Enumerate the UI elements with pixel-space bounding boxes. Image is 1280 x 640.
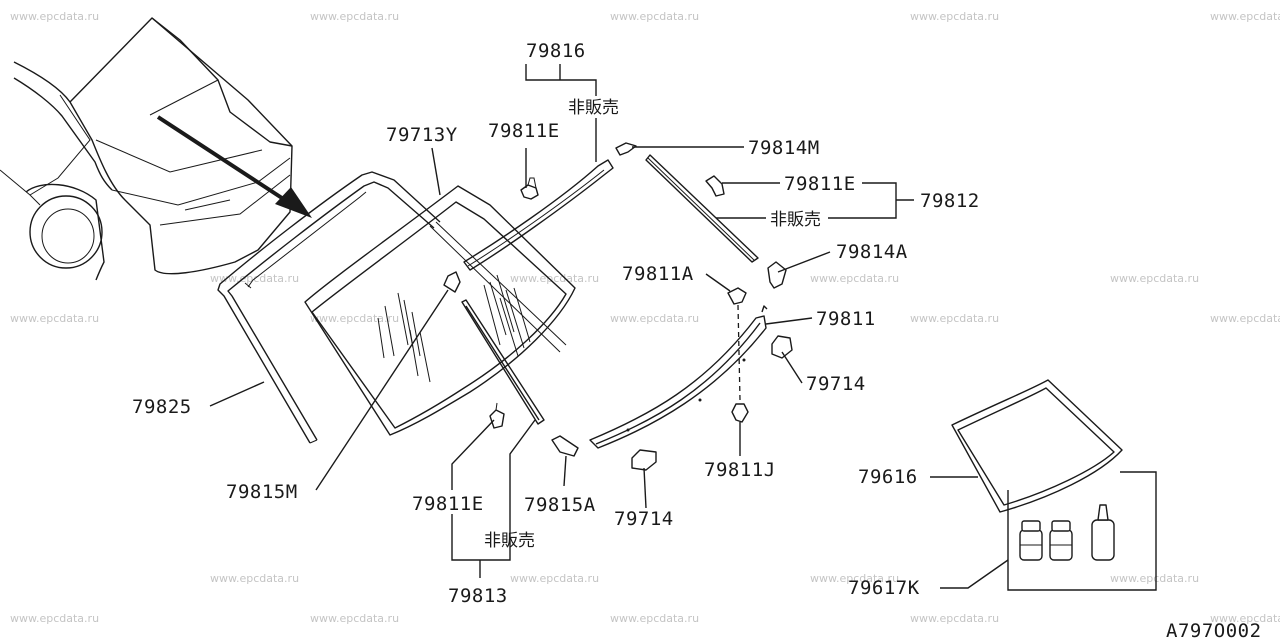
- label-79813: 79813: [448, 585, 508, 607]
- part-79811E-clip-bottom: [489, 402, 505, 429]
- watermark-text: www.epcdata.ru: [910, 10, 999, 23]
- direction-arrow: [156, 115, 312, 218]
- label-79616: 79616: [858, 466, 918, 488]
- bottle-icon: [1049, 520, 1073, 561]
- label-79814M: 79814M: [748, 137, 820, 159]
- label-79812: 79812: [920, 190, 980, 212]
- leader-lines: [209, 64, 1009, 589]
- watermark-text: www.epcdata.ru: [1210, 10, 1280, 23]
- label-hihanbai-top: 非販売: [568, 98, 619, 118]
- part-79713Y-glass: [304, 185, 576, 436]
- label-79814A: 79814A: [836, 241, 908, 263]
- part-79814M-molding: [645, 154, 759, 263]
- label-hihanbai-right: 非販売: [770, 210, 821, 230]
- part-79811E-clip-right: [705, 175, 725, 197]
- watermark-text: www.epcdata.ru: [210, 572, 299, 585]
- label-79811E-right: 79811E: [784, 173, 856, 195]
- part-79815M-molding: [443, 271, 545, 425]
- part-79811-molding: [589, 305, 768, 449]
- label-79714-bottom: 79714: [614, 508, 674, 530]
- part-79811A-fastener: [727, 287, 747, 401]
- part-79811E-clip-top: [520, 177, 539, 200]
- part-79616-seal: [951, 379, 1123, 513]
- part-79816-molding: [463, 142, 637, 271]
- label-79617K: 79617K: [848, 577, 920, 599]
- watermark-text: www.epcdata.ru: [610, 612, 699, 625]
- watermark-text: www.epcdata.ru: [610, 312, 699, 325]
- label-79811: 79811: [816, 308, 876, 330]
- watermark-text: www.epcdata.ru: [310, 312, 399, 325]
- label-hihanbai-bottom: 非販売: [484, 531, 535, 551]
- watermark-text: www.epcdata.ru: [1110, 272, 1199, 285]
- label-79815A: 79815A: [524, 494, 596, 516]
- watermark-text: www.epcdata.ru: [610, 10, 699, 23]
- applicator-bottle-icon: [1091, 504, 1115, 561]
- watermark-text: www.epcdata.ru: [810, 272, 899, 285]
- watermark-text: www.epcdata.ru: [1210, 312, 1280, 325]
- label-79816: 79816: [526, 40, 586, 62]
- part-79714-clip-right: [771, 335, 793, 359]
- watermark-text: www.epcdata.ru: [10, 612, 99, 625]
- watermark-text: www.epcdata.ru: [810, 572, 899, 585]
- watermark-layer: www.epcdata.ru www.epcdata.ru www.epcdata.…: [10, 10, 1280, 625]
- watermark-text: www.epcdata.ru: [310, 612, 399, 625]
- label-79714-right: 79714: [806, 373, 866, 395]
- watermark-text: www.epcdata.ru: [910, 612, 999, 625]
- watermark-text: www.epcdata.ru: [910, 312, 999, 325]
- part-labels: 79816 79811E 非販売 79713Y 79814M 79811E 非販…: [132, 40, 1262, 640]
- watermark-text: www.epcdata.ru: [510, 272, 599, 285]
- bottle-icon: [1019, 520, 1043, 561]
- label-79811E-bottom: 79811E: [412, 493, 484, 515]
- part-79825-molding: [217, 171, 441, 444]
- car-silhouette: [0, 17, 293, 281]
- diagram-code: A797O002: [1166, 620, 1262, 640]
- part-79815A-cap: [551, 435, 579, 457]
- label-79713Y: 79713Y: [386, 124, 458, 146]
- watermark-text: www.epcdata.ru: [1110, 572, 1199, 585]
- part-79714-clip-bottom: [631, 449, 657, 471]
- part-79617K-kit: [1007, 471, 1157, 591]
- label-79815M: 79815M: [226, 481, 298, 503]
- watermark-text: www.epcdata.ru: [310, 10, 399, 23]
- watermark-text: www.epcdata.ru: [1210, 612, 1280, 625]
- part-79814A-cap: [767, 261, 787, 289]
- part-79811J-fastener: [731, 403, 749, 423]
- watermark-text: www.epcdata.ru: [10, 10, 99, 23]
- label-79811E-top: 79811E: [488, 120, 560, 142]
- watermark-text: www.epcdata.ru: [510, 572, 599, 585]
- label-79825: 79825: [132, 396, 192, 418]
- label-79811A: 79811A: [622, 263, 694, 285]
- label-79811J: 79811J: [704, 459, 776, 481]
- watermark-text: www.epcdata.ru: [10, 312, 99, 325]
